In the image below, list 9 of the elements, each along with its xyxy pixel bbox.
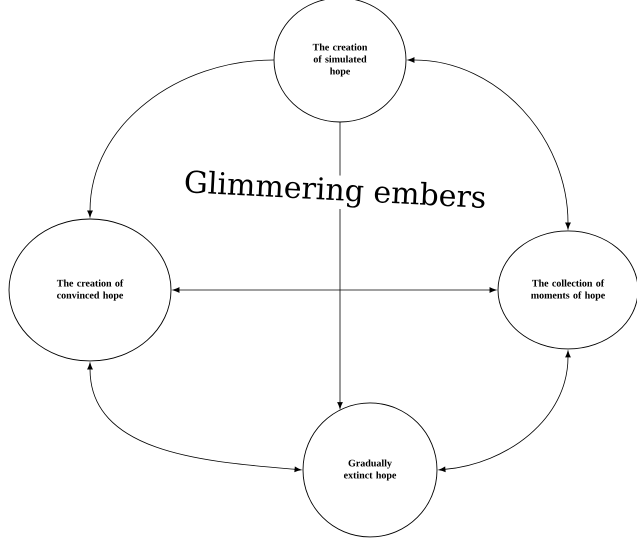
diagram-title: Glimmering embers (181, 167, 490, 217)
arrow (408, 57, 571, 230)
arrow (87, 362, 302, 472)
arrow (87, 60, 274, 218)
arrow (337, 122, 343, 409)
circle-node: Gradually extinct hope (302, 402, 438, 538)
arrow (438, 350, 571, 472)
ellipse-node: The creation of convinced hope (8, 218, 172, 362)
arrow (172, 287, 496, 293)
